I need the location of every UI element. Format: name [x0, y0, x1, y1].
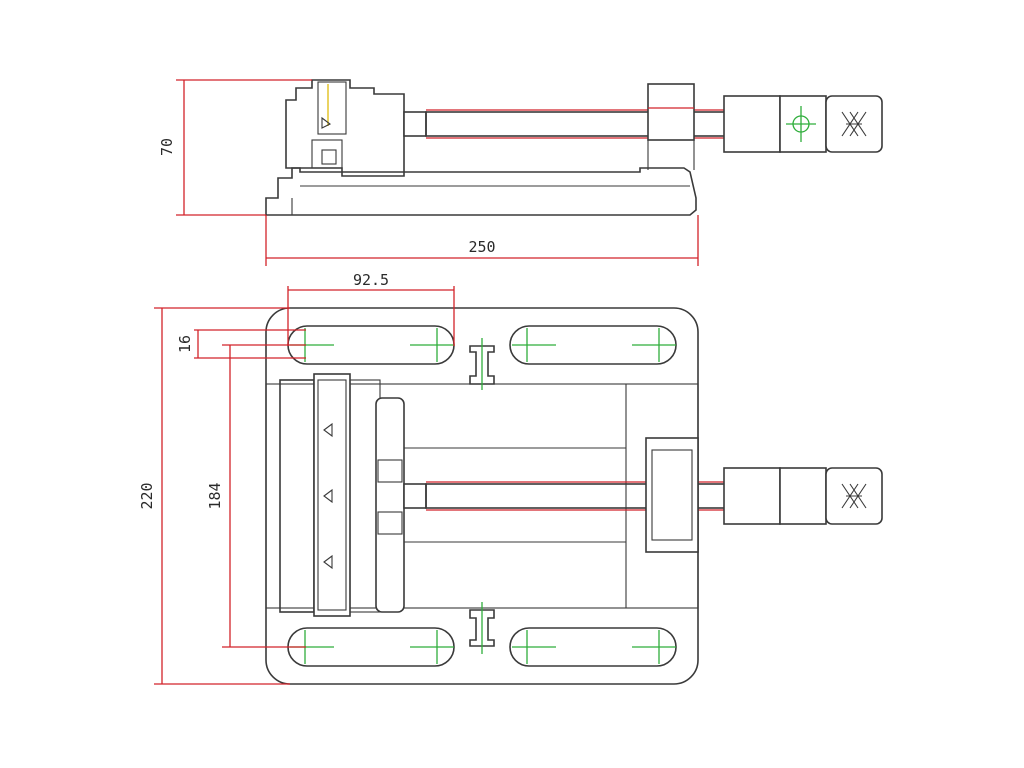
- dim-92-5-label: 92.5: [353, 271, 389, 289]
- dim-184-label: 184: [206, 482, 224, 509]
- top-rear-support: [645, 437, 699, 553]
- dim-70-label: 70: [158, 138, 176, 156]
- top-jaw-nut: [375, 397, 405, 613]
- side-knurl-icon: [841, 111, 867, 137]
- side-jaw-tooth: [321, 116, 332, 129]
- side-screw-nut: [403, 111, 427, 137]
- top-rear-support-inner: [651, 449, 693, 541]
- dim-250-label: 250: [468, 238, 495, 256]
- dim-16-label: 16: [176, 335, 194, 353]
- top-knurl-icon: [841, 483, 867, 509]
- top-key-notch-upper: [469, 345, 495, 385]
- side-rear-support: [647, 83, 695, 141]
- top-screw-nut: [403, 483, 427, 509]
- top-jaw-outer: [279, 379, 315, 613]
- side-handle-collar: [723, 95, 781, 153]
- side-jaw-slide: [311, 139, 343, 169]
- top-jaw-slot-b: [377, 511, 403, 535]
- top-jaw-tooth-3: [323, 554, 333, 570]
- side-base: [265, 167, 697, 216]
- top-handle-grip: [779, 467, 827, 525]
- side-jaw-block: [321, 149, 337, 165]
- side-fixed-jaw: [285, 79, 405, 177]
- dim-220-label: 220: [138, 482, 156, 509]
- top-jaw-slot-a: [377, 459, 403, 483]
- top-jaw-tooth-1: [323, 422, 333, 438]
- top-handle-collar: [723, 467, 781, 525]
- top-jaw-inner: [317, 379, 347, 611]
- top-view: 92.5 16 184 220: [138, 271, 883, 685]
- side-view: 70 250: [158, 79, 883, 266]
- side-jaw-plate: [317, 81, 347, 135]
- top-jaw-tooth-2: [323, 488, 333, 504]
- top-key-notch-lower: [469, 609, 495, 647]
